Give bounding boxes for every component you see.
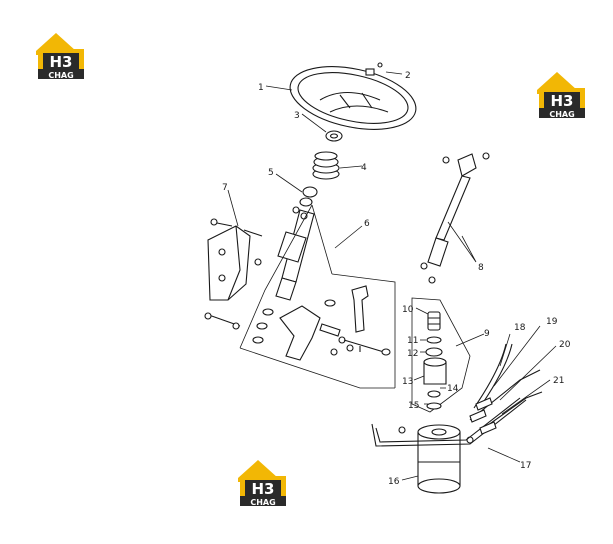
steering-wheel: [289, 66, 417, 130]
callout-14: 14: [447, 384, 459, 394]
callout-10: 10: [402, 305, 414, 315]
callout-4: 4: [361, 163, 367, 173]
lower-linkage: [252, 285, 391, 361]
callout-15: 15: [408, 401, 419, 411]
washer-3: [325, 130, 343, 142]
logo-mark: H3: [50, 53, 73, 71]
logo-mark: H3: [252, 480, 275, 498]
hoses: [371, 343, 543, 447]
logo-mark: H3: [551, 92, 574, 110]
callout-19: 19: [546, 317, 558, 327]
steering-unit-16: [398, 424, 474, 494]
callout-11: 11: [407, 336, 418, 346]
callout-21: 21: [553, 376, 564, 386]
callout-1: 1: [258, 83, 264, 93]
logo-bottom: H3 CHAG: [238, 460, 286, 507]
callout-9: 9: [484, 329, 490, 339]
callout-5: 5: [268, 168, 274, 178]
callout-3: 3: [294, 111, 300, 121]
callout-16: 16: [388, 477, 400, 487]
logo-top-left: H3 CHAG: [36, 33, 84, 80]
logo-top-right: H3 CHAG: [537, 72, 585, 119]
nut-2: [365, 62, 383, 76]
nut-5: [299, 186, 318, 207]
steering-column-6: [239, 204, 396, 389]
spring-4: [312, 151, 340, 180]
valve-stack: [411, 297, 471, 413]
logo-word: CHAG: [48, 71, 73, 80]
leader-lines: [227, 71, 557, 481]
callout-8: 8: [478, 263, 484, 273]
logo-word: CHAG: [549, 110, 574, 119]
callout-13: 13: [402, 377, 413, 387]
callout-17: 17: [520, 461, 531, 471]
callout-12: 12: [407, 349, 418, 359]
callout-18: 18: [514, 323, 526, 333]
callout-7: 7: [222, 183, 228, 193]
callout-labels: 1 2 3 4 5 6 7 8 9 10 11 12 13 14 15 16 1…: [222, 71, 571, 487]
callout-2: 2: [405, 71, 411, 81]
callout-20: 20: [559, 340, 571, 350]
universal-joint-shaft-8: [420, 152, 490, 284]
logo-word: CHAG: [250, 498, 275, 507]
bracket-7: [204, 218, 263, 330]
callout-6: 6: [364, 219, 370, 229]
